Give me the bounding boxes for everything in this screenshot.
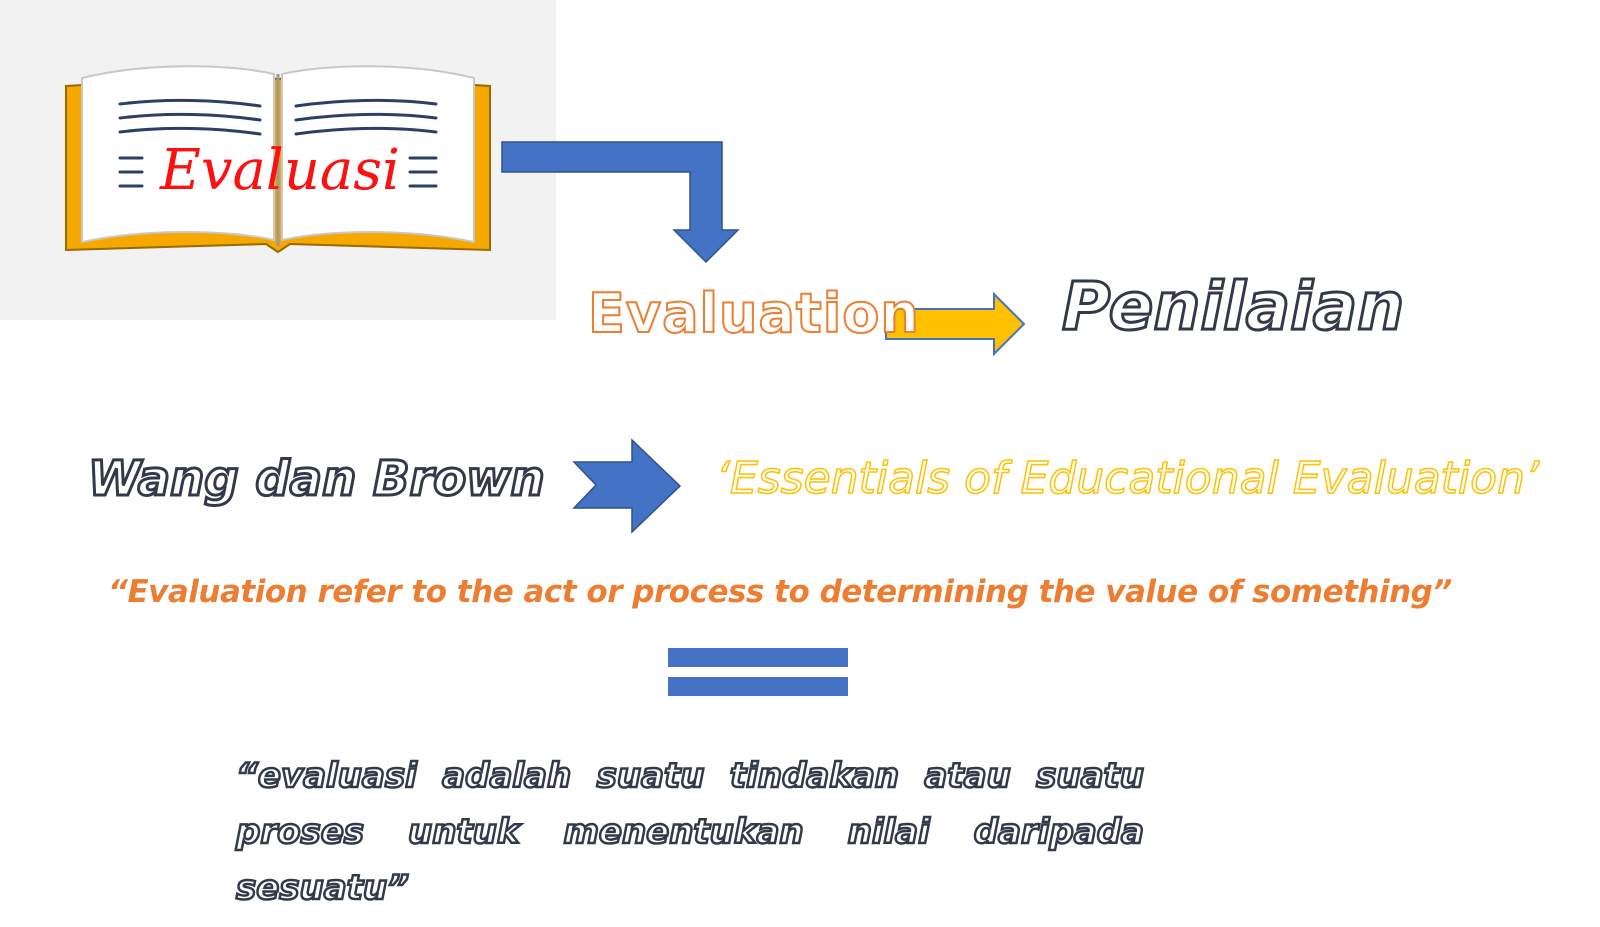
right-arrow-blue-icon <box>572 438 682 534</box>
open-book-icon <box>65 65 491 254</box>
term-english: Evaluation <box>587 281 920 346</box>
definition-english: “Evaluation refer to the act or process … <box>108 574 1452 610</box>
equals-bar-bottom <box>668 677 848 696</box>
book-title: Evaluasi <box>160 138 400 203</box>
equals-bar-top <box>668 648 848 667</box>
source-book-title: ‘Essentials of Educational Evaluation’ <box>715 452 1539 505</box>
definition-indonesian: “evaluasi adalah suatu tindakan atau sua… <box>235 755 1146 910</box>
term-indonesian: Penilaian <box>1060 267 1405 347</box>
source-authors: Wang dan Brown <box>87 450 547 509</box>
